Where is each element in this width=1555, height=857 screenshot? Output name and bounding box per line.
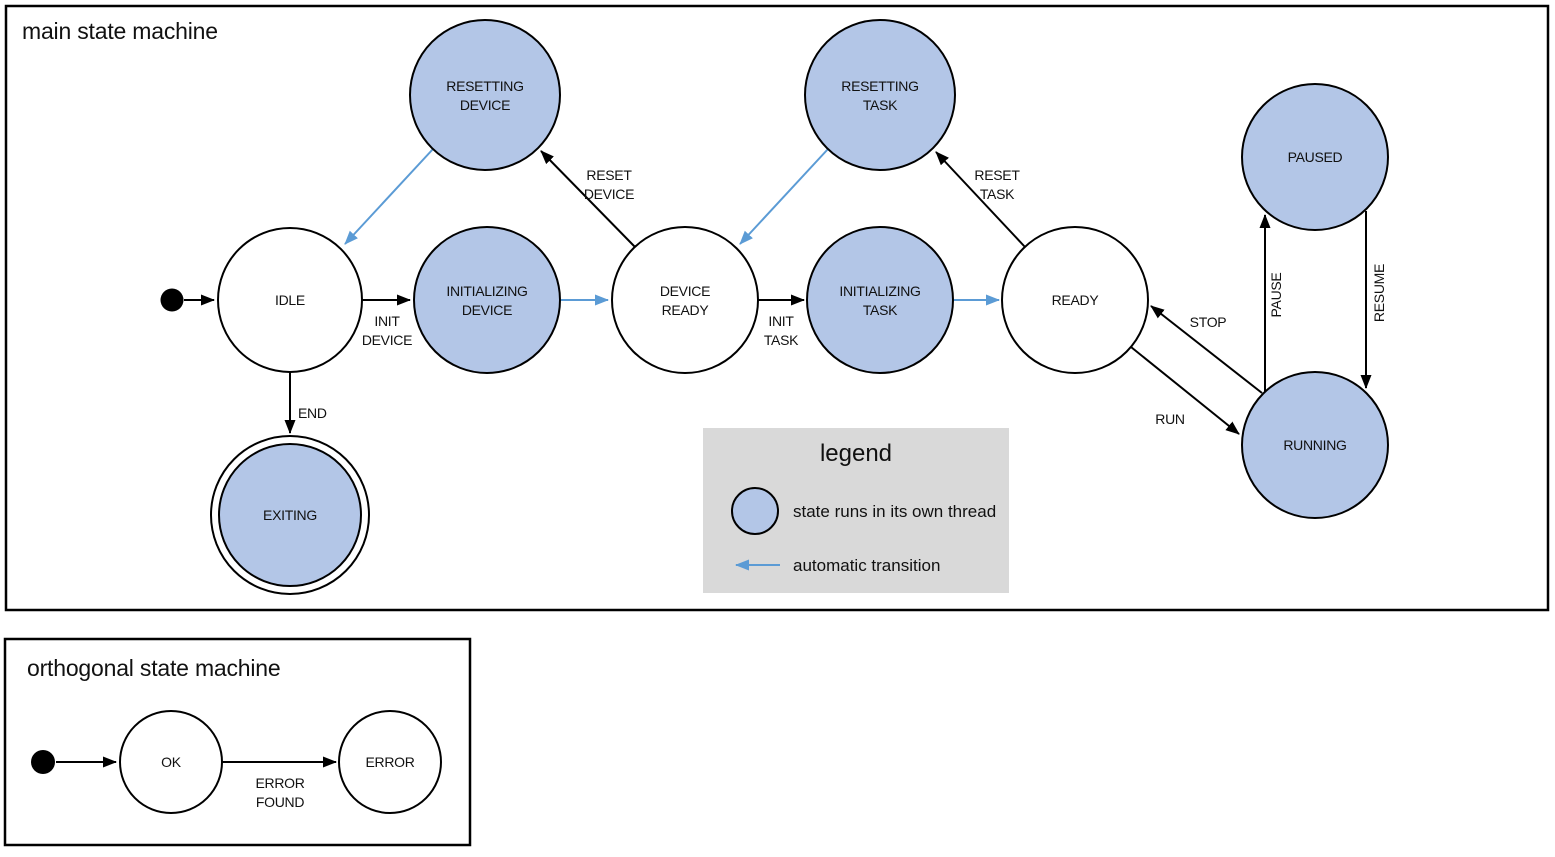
state-resetting-task-label-line1: RESETTING (841, 78, 918, 94)
edge-label-reset-device-line2: DEVICE (584, 186, 634, 202)
state-initializing-task-label-line1: INITIALIZING (839, 283, 920, 299)
state-running-label: RUNNING (1283, 437, 1346, 453)
edge-label-resume: RESUME (1371, 264, 1387, 322)
legend-auto-label: automatic transition (793, 556, 940, 575)
state-resetting-device-label-line2: DEVICE (460, 97, 510, 113)
edge-label-init-device-line2: DEVICE (362, 332, 412, 348)
state-initializing-task: INITIALIZING TASK (806, 226, 954, 374)
state-resetting-task-label-line2: TASK (863, 97, 898, 113)
edge-label-init-task-line2: TASK (764, 332, 799, 348)
edge-label-init-task-line1: INIT (768, 313, 794, 329)
state-error: ERROR (338, 710, 442, 814)
orthogonal-title: orthogonal state machine (27, 655, 280, 681)
legend-threaded-state-icon (731, 487, 779, 535)
state-device-ready: DEVICE READY (611, 226, 759, 374)
legend: legend state runs in its own thread auto… (703, 428, 1009, 593)
edge-auto-resetting-task-to-device-ready (739, 148, 829, 245)
initial-state-dot (160, 288, 184, 312)
orthogonal-state-machine: orthogonal state machine ERROR FOUND OK … (3, 637, 472, 847)
edge-label-reset-task-line2: TASK (980, 186, 1015, 202)
state-exiting-final: EXITING (210, 435, 370, 595)
edge-label-error-found-line2: FOUND (256, 794, 304, 810)
legend-threaded-label: state runs in its own thread (793, 502, 996, 521)
state-initializing-device-label-line2: DEVICE (462, 302, 512, 318)
edge-running-to-ready-stop (1150, 305, 1263, 394)
edge-label-init-device-line1: INIT (374, 313, 400, 329)
state-ok-label: OK (161, 754, 182, 770)
state-ready-label: READY (1052, 292, 1100, 308)
legend-title: legend (820, 440, 892, 467)
edge-label-end: END (298, 405, 327, 421)
edge-label-run: RUN (1155, 411, 1184, 427)
state-device-ready-label-line2: READY (662, 302, 710, 318)
edge-label-stop: STOP (1190, 314, 1227, 330)
state-running: RUNNING (1241, 371, 1389, 519)
main-state-machine: main state machine INIT DEVICE RESET DEV… (4, 4, 1550, 612)
state-paused-label: PAUSED (1288, 149, 1343, 165)
state-ok: OK (119, 710, 223, 814)
state-initializing-device: INITIALIZING DEVICE (413, 226, 561, 374)
edge-label-pause: PAUSE (1268, 273, 1284, 318)
edge-auto-resetting-device-to-idle (344, 148, 434, 245)
orthogonal-box (3, 637, 472, 847)
state-ready: READY (1001, 226, 1149, 374)
state-initializing-device-label-line1: INITIALIZING (446, 283, 527, 299)
edge-ready-to-resetting-task (935, 151, 1026, 248)
edge-ready-to-running-run (1130, 346, 1240, 435)
state-error-label: ERROR (365, 754, 414, 770)
state-exiting-label: EXITING (263, 507, 317, 523)
state-resetting-device-label-line1: RESETTING (446, 78, 523, 94)
state-idle-label: IDLE (275, 292, 305, 308)
state-paused: PAUSED (1241, 83, 1389, 231)
state-initializing-task-label-line2: TASK (863, 302, 898, 318)
edge-label-error-found-line1: ERROR (255, 775, 304, 791)
state-resetting-task: RESETTING TASK (804, 19, 956, 171)
edge-device-ready-to-resetting-device (540, 150, 636, 248)
main-title: main state machine (22, 18, 218, 44)
state-resetting-device: RESETTING DEVICE (409, 19, 561, 171)
edge-label-reset-device-line1: RESET (586, 167, 632, 183)
edge-label-reset-task-line1: RESET (974, 167, 1020, 183)
orthogonal-initial-state-dot (31, 750, 55, 774)
state-idle: IDLE (217, 227, 363, 373)
main-box (4, 4, 1550, 612)
state-device-ready-label-line1: DEVICE (660, 283, 710, 299)
